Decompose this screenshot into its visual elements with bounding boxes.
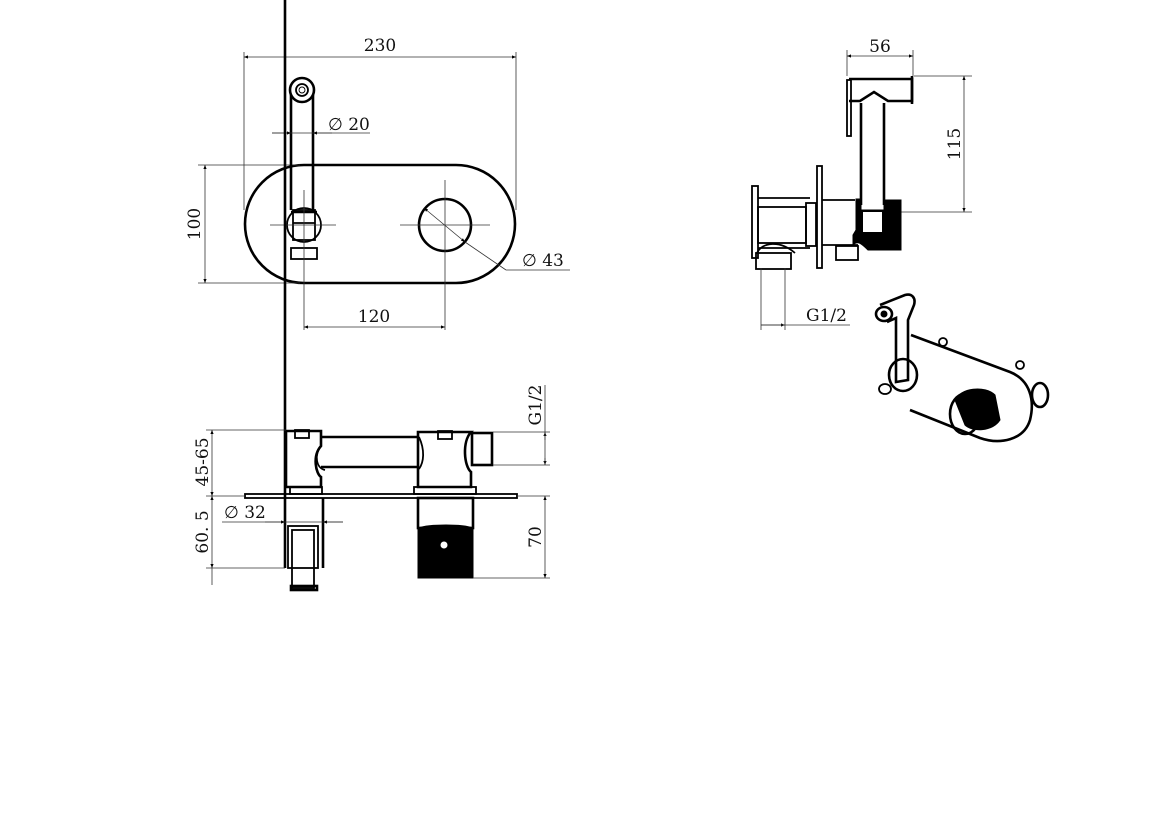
- dim-holder-projection: 60. 5: [193, 510, 213, 553]
- dim-center-distance: 120: [358, 307, 390, 327]
- dim-spray-depth: 56: [869, 37, 891, 57]
- dim-spray-height: 115: [945, 128, 965, 160]
- dim-overall-width: 230: [364, 36, 396, 56]
- side-view: 56 115 G1/2: [751, 37, 972, 330]
- cover-plate: [243, 163, 517, 285]
- dim-side-thread: G1/2: [806, 306, 847, 326]
- isometric-view: [874, 293, 1050, 443]
- dim-top-thread: G1/2: [526, 385, 546, 426]
- dim-wall-depth: 45-65: [193, 437, 213, 486]
- dim-plate-height: 100: [185, 208, 205, 240]
- dim-spray-diameter: ∅ 20: [328, 115, 370, 135]
- wall-plate-edge: [816, 165, 823, 269]
- dim-knob-projection: 70: [526, 526, 546, 548]
- dim-knob-diameter: ∅ 43: [522, 251, 564, 271]
- dim-outlet-diameter: ∅ 32: [224, 503, 266, 523]
- top-view: G1/2 45-65 60. 5 ∅ 32 70: [193, 0, 550, 592]
- front-view: 230 100 ∅ 20 ∅ 43: [185, 36, 570, 330]
- spray-head: [288, 76, 316, 104]
